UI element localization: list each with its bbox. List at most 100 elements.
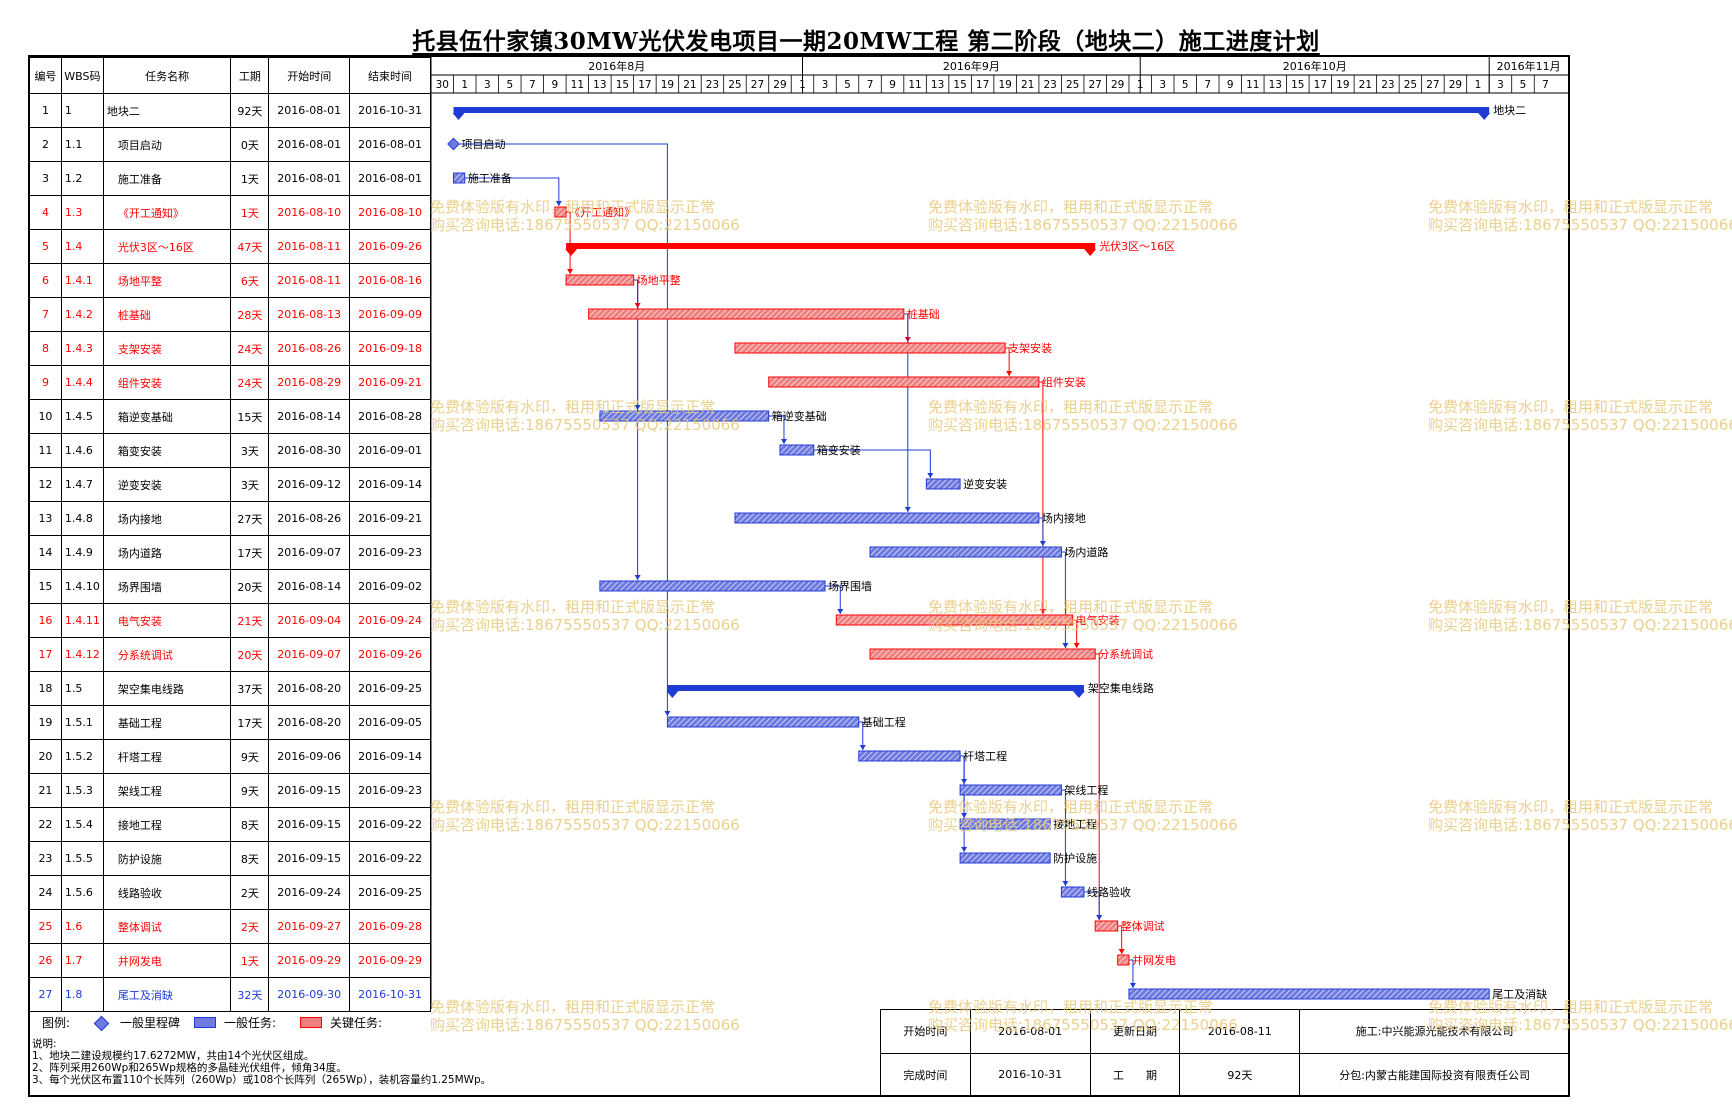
cell-dur: 32天 — [230, 977, 270, 1012]
dependency-link — [858, 721, 864, 750]
cell-id: 16 — [29, 603, 62, 638]
day-tick-label: 25 — [728, 79, 741, 91]
dependency-link — [813, 449, 931, 478]
task-bar — [925, 478, 961, 490]
day-tick-label: 23 — [706, 79, 719, 91]
cell-wbs: 1.6 — [60, 909, 104, 944]
dependency-link — [1038, 517, 1044, 546]
cell-start: 2016-08-11 — [268, 229, 351, 264]
day-tick-label: 19 — [661, 79, 674, 91]
day-tick-label: 11 — [1246, 79, 1259, 91]
bar-label: 箱变安装 — [817, 443, 861, 457]
day-tick-label: 25 — [1066, 79, 1079, 91]
task-bar — [1128, 988, 1490, 1000]
day-tick-label: 21 — [1021, 79, 1034, 91]
cell-name: 组件安装 — [102, 365, 232, 400]
cell-id: 24 — [29, 875, 62, 910]
dependency-arrow — [1039, 609, 1046, 614]
cell-wbs: 1.5.4 — [60, 807, 104, 842]
cell-name: 场地平整 — [102, 263, 232, 298]
cell-start: 2016-08-10 — [268, 195, 351, 230]
cell-id: 27 — [29, 977, 62, 1012]
month-label: 2016年8月 — [588, 59, 645, 73]
cell-end: 2016-09-18 — [349, 331, 431, 366]
task-bar — [599, 410, 770, 422]
cell-start: 2016-09-15 — [268, 773, 351, 808]
day-tick-label: 9 — [1227, 79, 1234, 91]
month-label: 2016年11月 — [1497, 59, 1561, 73]
day-tick-label: 27 — [1089, 79, 1102, 91]
cell-wbs: 1.4.6 — [60, 433, 104, 468]
day-tick-label: 23 — [1043, 79, 1056, 91]
col-header-end: 结束时间 — [349, 57, 431, 94]
bar-label: 整体调试 — [1121, 919, 1165, 933]
day-tick-label: 1 — [1137, 79, 1144, 91]
summary-cap-end — [1478, 113, 1491, 120]
day-tick-label: 30 — [436, 79, 449, 91]
dependency-arrow — [780, 439, 787, 444]
cell-end: 2016-09-26 — [349, 637, 431, 672]
day-tick-label: 11 — [908, 79, 921, 91]
cell-start: 2016-08-30 — [268, 433, 351, 468]
bar-label: 支架安装 — [1008, 341, 1052, 355]
cell-dur: 0天 — [230, 127, 270, 162]
dependency-arrow — [664, 711, 671, 716]
cell-id: 5 — [29, 229, 62, 264]
bar-label: 线路验收 — [1087, 885, 1131, 899]
dependency-link — [1128, 959, 1134, 988]
dependency-link — [960, 755, 965, 852]
day-tick-label: 5 — [506, 79, 513, 91]
day-tick-label: 27 — [1426, 79, 1439, 91]
col-header-name: 任务名称 — [102, 57, 232, 94]
task-bar — [554, 206, 567, 218]
cell-wbs: 1.5.5 — [60, 841, 104, 876]
cell-start: 2016-09-15 — [268, 807, 351, 842]
day-tick-label: 29 — [1111, 79, 1124, 91]
dependency-arrow — [961, 847, 968, 852]
dependency-link — [464, 177, 560, 206]
cell-id: 19 — [29, 705, 62, 740]
cell-start: 2016-09-24 — [268, 875, 351, 910]
dependency-link — [1061, 789, 1066, 886]
cell-start: 2016-09-27 — [268, 909, 351, 944]
cell-start: 2016-08-26 — [268, 501, 351, 536]
bar-label: 施工准备 — [468, 171, 512, 185]
dependency-link — [1117, 925, 1123, 954]
cell-name: 线路验收 — [102, 875, 232, 910]
dependency-link — [1095, 653, 1100, 920]
cell-name: 尾工及消缺 — [102, 977, 232, 1012]
footer-update-label: 更新日期 — [1089, 1009, 1181, 1054]
cell-wbs: 1.5.2 — [60, 739, 104, 774]
task-bar — [959, 784, 1062, 796]
day-tick-label: 3 — [1497, 79, 1504, 91]
bar-label: 组件安装 — [1042, 375, 1086, 389]
day-tick-label: 5 — [1182, 79, 1189, 91]
cell-name: 箱变安装 — [102, 433, 232, 468]
cell-id: 10 — [29, 399, 62, 434]
cell-dur: 24天 — [230, 331, 270, 366]
task-bar — [734, 512, 1040, 524]
task-bar — [1060, 886, 1085, 898]
cell-start: 2016-08-29 — [268, 365, 351, 400]
cell-dur: 2天 — [230, 909, 270, 944]
day-tick-label: 17 — [638, 79, 651, 91]
cell-wbs: 1.4.3 — [60, 331, 104, 366]
day-tick-label: 17 — [976, 79, 989, 91]
day-tick-label: 3 — [1159, 79, 1166, 91]
notes-head: 说明: — [32, 1038, 57, 1050]
summary-bar — [453, 107, 1490, 113]
cell-end: 2016-09-24 — [349, 603, 431, 638]
cell-end: 2016-10-31 — [349, 977, 431, 1012]
dependency-arrow — [1118, 949, 1125, 954]
dependency-arrow — [1039, 541, 1046, 546]
notes-line-3: 3、每个光伏区布置110个长阵列（260Wp）或108个长阵列（265Wp），装… — [32, 1074, 492, 1086]
month-label: 2016年10月 — [1283, 59, 1347, 73]
